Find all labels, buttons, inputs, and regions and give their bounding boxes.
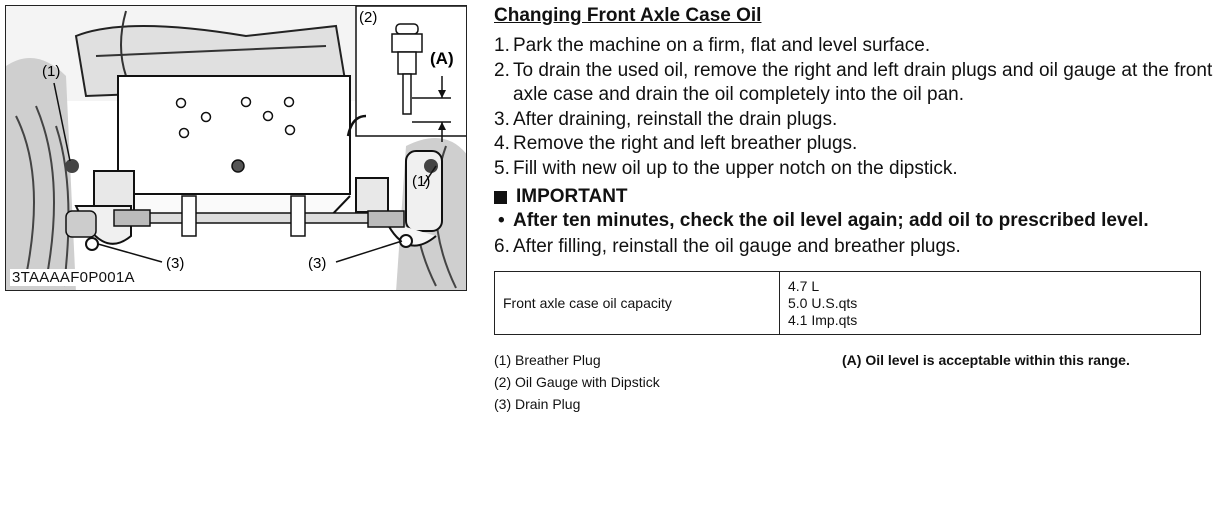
step-number: 6. xyxy=(494,236,510,257)
step-item: 5.Fill with new oil up to the upper notc… xyxy=(494,157,1218,182)
figure-code: 3TAAAAF0P001A xyxy=(10,269,137,286)
important-heading: IMPORTANT xyxy=(494,185,1218,209)
capacity-value-us-qts: 5.0 U.S.qts xyxy=(788,294,858,311)
callout-breather-left: (1) xyxy=(42,63,60,80)
capacity-values: 4.7 L 5.0 U.S.qts 4.1 Imp.qts xyxy=(779,271,1201,335)
step-text: After filling, reinstall the oil gauge a… xyxy=(513,236,961,257)
table-row: Front axle case oil capacity 4.7 L 5.0 U… xyxy=(494,271,1201,335)
legend-item: (1) Breather Plug xyxy=(494,352,601,368)
step-number: 4. xyxy=(494,133,510,154)
step-item: 3.After draining, reinstall the drain pl… xyxy=(494,108,1218,133)
instructions-column: Changing Front Axle Case Oil 1.Park the … xyxy=(494,4,1218,419)
step-item: 6. After filling, reinstall the oil gaug… xyxy=(494,235,1218,259)
step-number: 1. xyxy=(494,35,510,56)
axle-illustration: (1) (1) (2) (A) (3) (3) 3TAAAAF0P001A xyxy=(5,5,467,291)
step-text: After draining, reinstall the drain plug… xyxy=(513,108,838,130)
axle-drawing: (1) (1) (2) (A) (3) (3) xyxy=(6,6,466,290)
callout-breather-right: (1) xyxy=(412,173,430,190)
callout-gauge-inset: (2) xyxy=(359,9,377,26)
legend: (1) Breather Plug (2) Oil Gauge with Dip… xyxy=(494,349,1218,419)
important-title: IMPORTANT xyxy=(516,186,628,207)
section-title: Changing Front Axle Case Oil xyxy=(494,5,762,26)
capacity-value-liters: 4.7 L xyxy=(788,277,820,294)
step-text: Remove the right and left breather plugs… xyxy=(513,133,858,154)
legend-note-text: (A) Oil level is acceptable within this … xyxy=(842,352,1130,368)
legend-item: (3) Drain Plug xyxy=(494,396,581,412)
step-text: To drain the used oil, remove the right … xyxy=(513,59,1213,106)
step-text: Fill with new oil up to the upper notch … xyxy=(513,157,958,179)
callout-level-range: (A) xyxy=(430,49,454,68)
important-note: • After ten minutes, check the oil level… xyxy=(494,209,1218,233)
bullet-icon: • xyxy=(498,210,505,231)
step-item: 4.Remove the right and left breather plu… xyxy=(494,132,1218,157)
callout-drain-right: (3) xyxy=(308,255,326,272)
step-number: 3. xyxy=(494,108,510,130)
important-text: After ten minutes, check the oil level a… xyxy=(513,210,1149,231)
callout-drain-left: (3) xyxy=(166,255,184,272)
legend-items: (1) Breather Plug (2) Oil Gauge with Dip… xyxy=(494,349,660,415)
step-text: Park the machine on a firm, flat and lev… xyxy=(513,35,931,56)
steps-list: 1.Park the machine on a firm, flat and l… xyxy=(494,34,1218,181)
step-number: 5. xyxy=(494,157,510,179)
capacity-table: Front axle case oil capacity 4.7 L 5.0 U… xyxy=(494,271,1201,335)
capacity-value-imp-qts: 4.1 Imp.qts xyxy=(788,311,858,328)
step-item: 2.To drain the used oil, remove the righ… xyxy=(494,59,1218,108)
legend-item: (2) Oil Gauge with Dipstick xyxy=(494,374,660,390)
legend-note: (A) Oil level is acceptable within this … xyxy=(842,349,1152,371)
step-item: 1.Park the machine on a firm, flat and l… xyxy=(494,34,1218,59)
square-bullet-icon xyxy=(494,190,507,204)
step-number: 2. xyxy=(494,59,510,81)
capacity-label: Front axle case oil capacity xyxy=(494,271,780,335)
